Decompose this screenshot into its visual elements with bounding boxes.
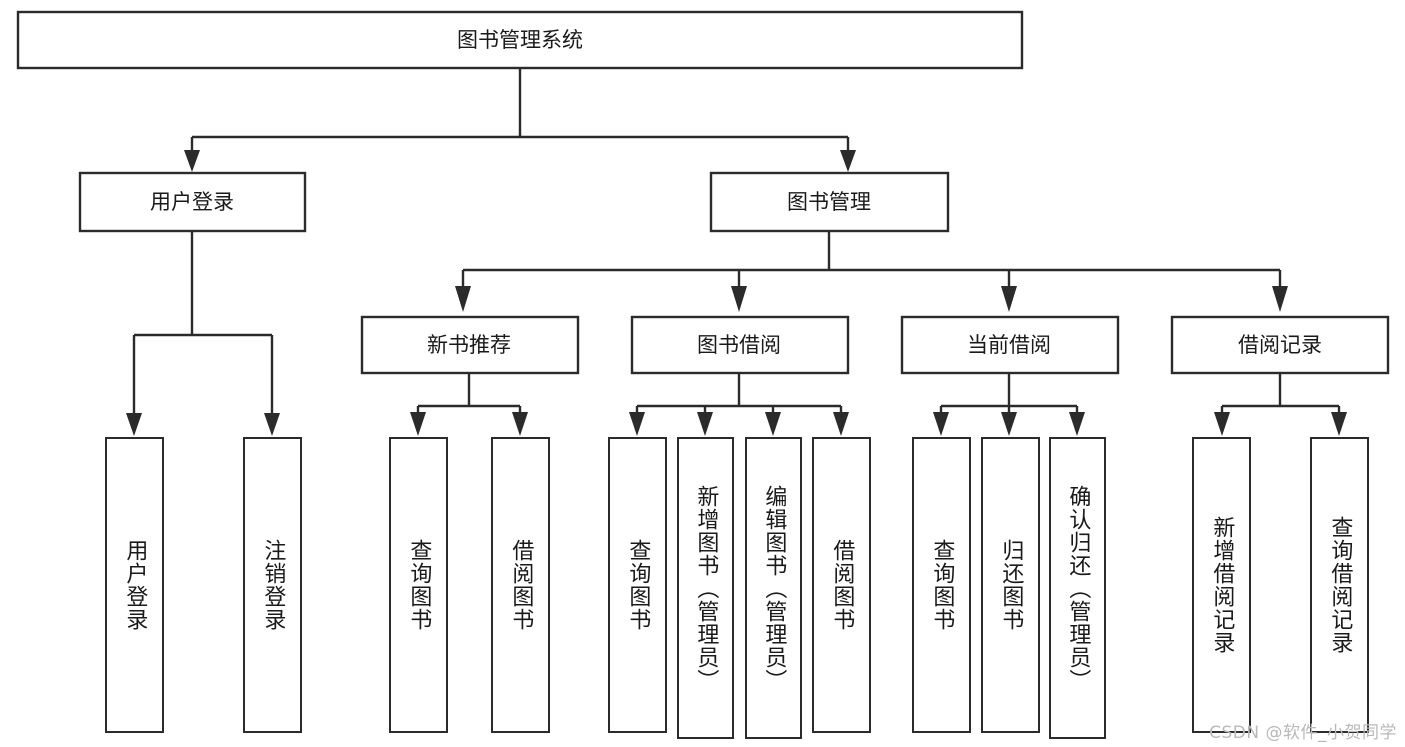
node-user-login-label: 用户登录: [150, 190, 234, 214]
leaf-edit-book-label: 编辑图书（管理员）: [761, 484, 787, 692]
leaf-borrow-book-2[interactable]: 借阅图书: [812, 437, 871, 733]
leaf-user-login[interactable]: 用户登录: [105, 437, 164, 733]
leaf-query-book-1-label: 查询图书: [406, 539, 432, 631]
connector-bookmanage-to-level3: [455, 231, 1288, 312]
leaf-return-book-label: 归还图书: [998, 539, 1024, 631]
node-borrow-record[interactable]: 借阅记录: [1170, 315, 1390, 375]
leaf-add-book[interactable]: 新增图书（管理员）: [677, 437, 734, 739]
node-borrow-record-label: 借阅记录: [1238, 333, 1322, 357]
node-book-manage[interactable]: 图书管理: [709, 171, 950, 233]
leaf-query-book-3-label: 查询图书: [929, 539, 955, 631]
leaf-query-book-1[interactable]: 查询图书: [389, 437, 448, 733]
leaf-confirm-return-label: 确认归还（管理员）: [1065, 484, 1091, 692]
node-book-borrow[interactable]: 图书借阅: [630, 315, 850, 375]
node-root[interactable]: 图书管理系统: [16, 10, 1024, 70]
leaf-borrow-book-1[interactable]: 借阅图书: [491, 437, 550, 733]
leaf-add-book-label: 新增图书（管理员）: [693, 484, 719, 692]
leaf-user-login-label: 用户登录: [122, 539, 148, 631]
node-book-borrow-label: 图书借阅: [697, 333, 781, 357]
leaf-query-record-label: 查询借阅记录: [1327, 516, 1353, 654]
leaf-borrow-book-2-label: 借阅图书: [829, 539, 855, 631]
connector-bookborrow-to-leaves: [629, 373, 849, 436]
node-new-book-rec[interactable]: 新书推荐: [360, 315, 580, 375]
node-current-borrow[interactable]: 当前借阅: [900, 315, 1120, 375]
leaf-add-record[interactable]: 新增借阅记录: [1192, 437, 1251, 733]
leaf-edit-book[interactable]: 编辑图书（管理员）: [745, 437, 802, 739]
leaf-logout[interactable]: 注销登录: [243, 437, 302, 733]
leaf-confirm-return[interactable]: 确认归还（管理员）: [1049, 437, 1106, 739]
leaf-query-record[interactable]: 查询借阅记录: [1310, 437, 1369, 733]
leaf-borrow-book-1-label: 借阅图书: [508, 539, 534, 631]
node-new-book-rec-label: 新书推荐: [427, 333, 511, 357]
node-root-label: 图书管理系统: [457, 28, 583, 52]
node-current-borrow-label: 当前借阅: [967, 333, 1051, 357]
leaf-query-book-3[interactable]: 查询图书: [912, 437, 971, 733]
connector-root-to-level2: [184, 68, 856, 172]
node-user-login[interactable]: 用户登录: [78, 171, 307, 233]
connector-newbook-to-leaves: [410, 373, 528, 436]
leaf-logout-label: 注销登录: [260, 539, 286, 631]
connector-borrowrecord-to-leaves: [1214, 373, 1347, 436]
leaf-query-book-2-label: 查询图书: [625, 539, 651, 631]
leaf-return-book[interactable]: 归还图书: [981, 437, 1040, 733]
connector-userlogin-to-leaves: [126, 231, 280, 436]
node-book-manage-label: 图书管理: [787, 190, 871, 214]
leaf-query-book-2[interactable]: 查询图书: [608, 437, 667, 733]
leaf-add-record-label: 新增借阅记录: [1209, 516, 1235, 654]
connector-currentborrow-to-leaves: [933, 373, 1085, 436]
